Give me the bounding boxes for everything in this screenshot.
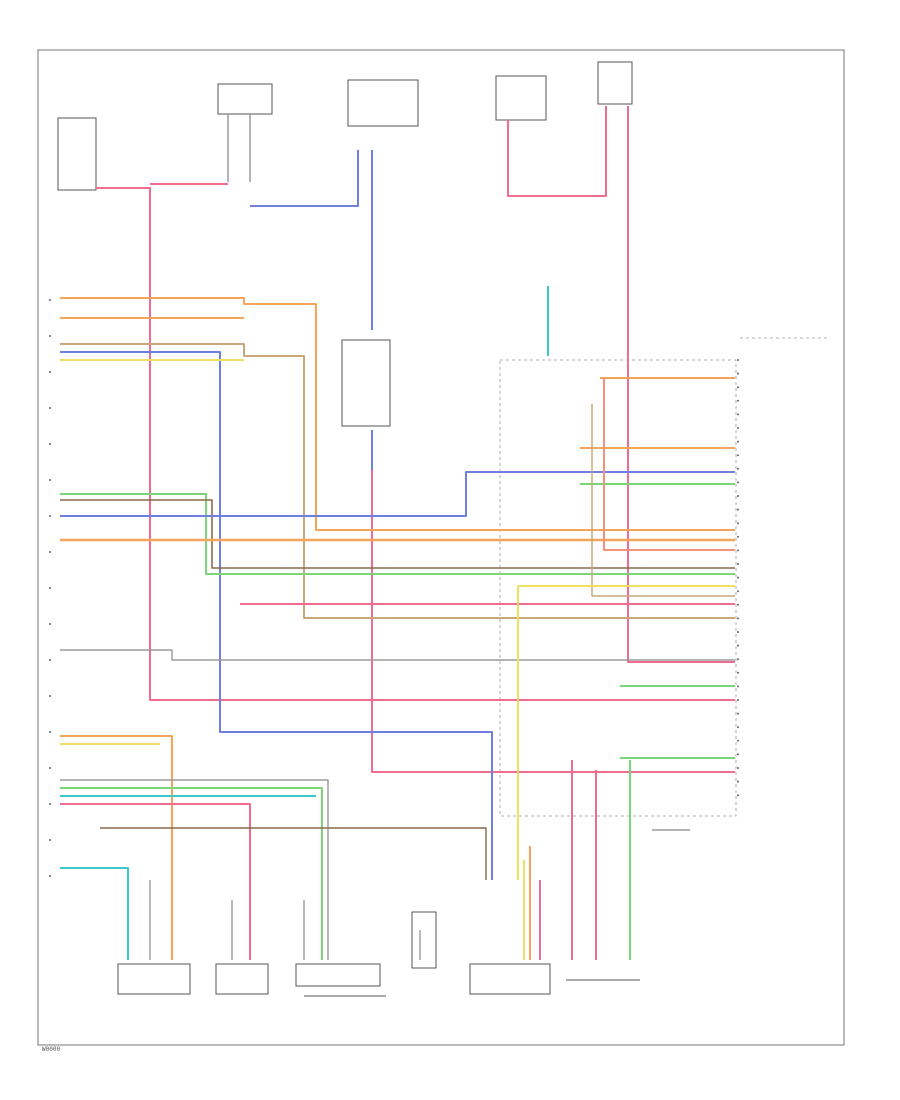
left-pin-9 [49,587,51,589]
right-pin-20 [737,617,739,620]
right-pin-4 [737,399,739,402]
wire-salmon-r4 [603,378,735,551]
left-pin-10 [49,623,51,625]
component-box-fuse-block [347,79,419,127]
left-pin-7 [49,515,51,517]
right-pin-23 [737,658,739,661]
right-pin-15 [737,549,739,552]
right-pin-18 [737,590,739,593]
top-components [57,61,830,817]
component-box-sensor-top-right [597,61,633,105]
right-pin-11 [737,495,739,497]
left-pin-15 [49,803,51,805]
wire-orange-l1 [60,297,735,531]
left-pin-11 [49,659,51,661]
wire-blue-l4 [60,351,493,880]
component-box-bottom-3 [295,963,381,987]
right-pin-24 [737,671,739,674]
right-pin-33 [737,794,739,797]
wire-blue-l7 [60,471,735,517]
right-pin-30 [737,753,739,756]
component-box-bottom-1 [117,963,191,995]
left-pin-8 [49,551,51,553]
right-pin-group [737,359,739,797]
module-outline-powertrain [499,359,737,817]
component-box-bottom-5 [469,963,551,995]
left-pin-1 [49,299,51,301]
wire-brown-l6 [60,499,735,569]
left-pin-3 [49,371,51,373]
wire-orange-b1 [60,735,173,960]
left-pin-6 [49,479,51,481]
wire-tan-r5 [591,404,735,597]
right-pin-5 [737,413,739,416]
wire-pink-relay [507,106,607,197]
wire-group [60,106,735,960]
right-pin-21 [737,631,739,633]
right-pin-27 [737,712,739,715]
right-pin-25 [737,685,739,688]
left-pin-group [49,299,51,877]
right-pin-9 [737,467,739,470]
wire-gray-l9 [60,649,735,661]
wire-green-b4 [60,787,323,960]
bottom-components [117,911,640,997]
right-pin-2 [737,372,739,375]
left-pin-17 [49,875,51,877]
wire-pink-top-left [96,187,735,701]
wire-teal-b8 [60,867,129,960]
right-pin-22 [737,644,739,647]
wire-green-l6 [60,493,735,575]
wire-pink-b6 [60,803,251,960]
left-pin-4 [49,407,51,409]
right-pin-6 [737,427,739,429]
right-pin-26 [737,699,739,701]
component-box-clutch-switch [341,339,391,427]
wire-brown-b7 [100,827,487,880]
left-pin-2 [49,335,51,337]
right-pin-17 [737,576,739,579]
left-pin-12 [49,695,51,697]
diagram-footer-code: W0000 [42,1046,61,1053]
right-pin-31 [737,767,739,769]
left-pin-14 [49,767,51,769]
right-pin-14 [737,535,739,538]
wire-blue-top [250,150,359,207]
component-box-top-left [57,117,97,191]
component-box-top-center-left [217,83,273,115]
right-pin-1 [737,359,739,361]
wire-gray-b3 [60,779,329,960]
left-pin-16 [49,839,51,841]
wire-pink-right [627,106,735,663]
wire-pink-clutch [371,470,735,773]
right-pin-7 [737,440,739,443]
right-pin-10 [737,481,739,484]
right-pin-12 [737,508,739,511]
right-pin-3 [737,386,739,389]
component-box-bottom-2 [215,963,269,995]
right-pin-13 [737,522,739,525]
component-box-bottom-4 [411,911,437,969]
diagram-frame [37,49,845,1046]
wire-tan-l3 [60,343,735,619]
right-pin-16 [737,563,739,565]
right-pin-28 [737,726,739,729]
right-pin-32 [737,780,739,783]
right-pin-8 [737,454,739,457]
right-pin-19 [737,603,739,606]
left-pin-5 [49,443,51,445]
left-pin-13 [49,731,51,733]
component-box-relay [495,75,547,121]
right-pin-29 [737,739,739,742]
